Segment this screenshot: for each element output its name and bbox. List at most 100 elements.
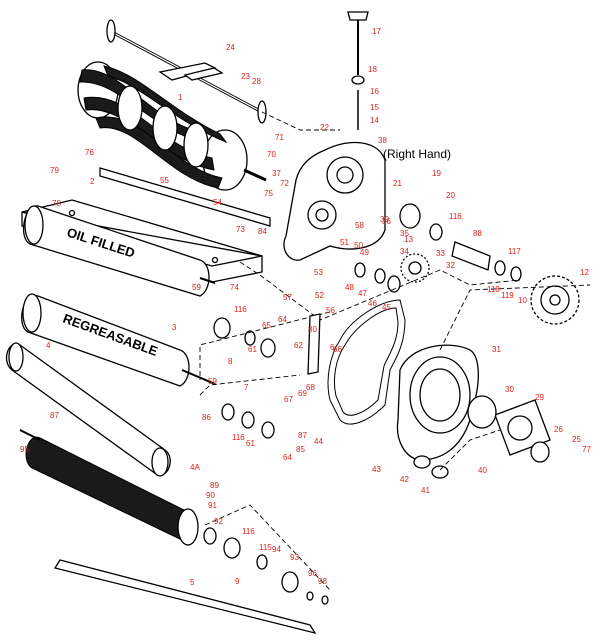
callout-58: 58 (355, 221, 364, 230)
callout-54: 54 (213, 198, 222, 207)
callout-31: 31 (492, 345, 501, 354)
callout-13: 13 (404, 235, 413, 244)
callout-68: 68 (306, 383, 315, 392)
callout-4a: 4A (190, 463, 200, 472)
callout-51: 51 (340, 238, 349, 247)
shaft-88 (451, 241, 491, 271)
callout-87a: 87 (50, 411, 59, 420)
callout-79: 79 (50, 166, 59, 175)
right-hand-label: (Right Hand) (383, 147, 451, 161)
gear-12 (530, 275, 580, 325)
callout-71: 71 (275, 133, 284, 142)
callout-116a: 116 (234, 305, 247, 314)
callout-42: 42 (400, 475, 409, 484)
scraper-plate-6 (307, 313, 321, 375)
callout-61b: 61 (246, 439, 255, 448)
callout-47: 47 (358, 289, 367, 298)
callout-5: 5 (190, 578, 195, 587)
callout-14: 14 (370, 116, 379, 125)
callout-30: 30 (505, 385, 514, 394)
callout-119: 119 (501, 291, 514, 300)
callout-18: 18 (368, 65, 377, 74)
callout-77: 77 (582, 445, 591, 454)
callout-49: 49 (360, 248, 369, 257)
callout-115: 115 (259, 543, 272, 552)
callout-33: 33 (436, 249, 445, 258)
callout-41: 41 (421, 486, 430, 495)
callout-48: 48 (345, 283, 354, 292)
callout-22: 22 (320, 123, 329, 132)
callout-76: 76 (85, 148, 94, 157)
callout-92: 92 (214, 517, 223, 526)
callout-56: 56 (326, 306, 335, 315)
callout-90: 90 (206, 491, 215, 500)
callout-44: 44 (314, 437, 323, 446)
callout-89: 89 (210, 481, 219, 490)
callout-85: 85 (296, 445, 305, 454)
callout-21: 21 (393, 179, 402, 188)
adjuster-17 (347, 11, 369, 130)
callout-65: 65 (262, 321, 271, 330)
gear-33 (400, 253, 430, 283)
callout-4: 4 (46, 341, 51, 350)
callout-116c: 116 (242, 527, 255, 536)
callout-16: 16 (370, 87, 379, 96)
callout-93: 93 (290, 553, 299, 562)
callout-7: 7 (244, 383, 249, 392)
callout-52: 52 (315, 291, 324, 300)
callout-98: 98 (318, 577, 327, 586)
callout-40: 40 (478, 466, 487, 475)
callout-28: 28 (252, 77, 261, 86)
roller-oil-filled: OIL FILLED (22, 205, 216, 297)
callout-117: 117 (508, 247, 521, 256)
callout-64b: 64 (283, 453, 292, 462)
callout-19: 19 (432, 169, 441, 178)
callout-66: 66 (333, 345, 342, 354)
callout-10: 10 (518, 296, 527, 305)
callout-75: 75 (264, 189, 273, 198)
callout-116b: 116 (232, 433, 245, 442)
callout-61a: 61 (248, 345, 257, 354)
callout-36: 36 (382, 217, 391, 226)
bearing-housing-29 (494, 399, 551, 456)
callout-55: 55 (160, 176, 169, 185)
small-hardware (203, 203, 550, 605)
callout-43: 43 (372, 465, 381, 474)
callout-69: 69 (298, 389, 307, 398)
callout-numbers: 12344A5678910121314151617181920212223242… (20, 27, 591, 587)
callout-70: 70 (267, 150, 276, 159)
callout-57: 57 (283, 293, 292, 302)
callout-24: 24 (226, 43, 235, 52)
callout-59b: 59 (208, 377, 217, 386)
callout-29: 29 (535, 393, 544, 402)
callout-8: 8 (228, 357, 233, 366)
callout-62: 62 (294, 341, 303, 350)
callout-53: 53 (314, 268, 323, 277)
callout-17: 17 (372, 27, 381, 36)
reel-1 (77, 61, 267, 191)
callout-35: 35 (400, 229, 409, 238)
callout-46: 46 (368, 299, 377, 308)
callout-3: 3 (172, 323, 177, 332)
callout-96: 96 (308, 569, 317, 578)
side-plate-38 (283, 141, 386, 261)
callout-67: 67 (284, 395, 293, 404)
callout-72: 72 (280, 179, 289, 188)
assembly-lines (199, 111, 591, 591)
callout-78: 78 (52, 199, 61, 208)
callout-59a: 59 (192, 283, 201, 292)
callout-37: 37 (272, 169, 281, 178)
callout-94: 94 (272, 545, 281, 554)
callout-84: 84 (258, 227, 267, 236)
bracket-5 (53, 559, 317, 635)
callout-23: 23 (241, 72, 250, 81)
callout-45: 45 (382, 303, 391, 312)
callout-50: 50 (354, 241, 363, 250)
callout-12: 12 (580, 268, 589, 277)
callout-25: 25 (572, 435, 581, 444)
callout-34: 34 (400, 247, 409, 256)
gasket-44 (327, 299, 406, 425)
callout-64a: 64 (278, 315, 287, 324)
callout-32: 32 (446, 261, 455, 270)
